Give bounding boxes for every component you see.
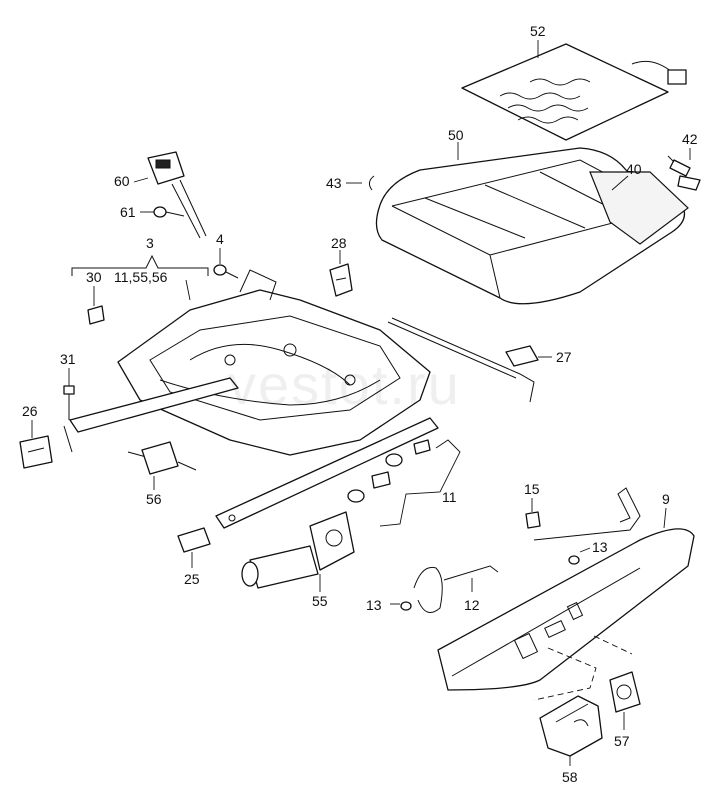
bolt-31-part [63, 368, 75, 420]
label-11: 11 [442, 489, 457, 505]
screw-13-part [390, 601, 412, 611]
label-56: 56 [146, 491, 162, 507]
label-4: 4 [216, 231, 224, 247]
label-42: 42 [682, 131, 698, 147]
label-26: 26 [22, 403, 38, 419]
clip-26-part [19, 420, 53, 469]
label-13-lower: 13 [366, 597, 382, 613]
label-50: 50 [448, 127, 464, 143]
side-trim-9-part [437, 507, 695, 691]
bracket-3 [71, 254, 209, 276]
label-31: 31 [60, 351, 76, 367]
motor-56-part [127, 441, 197, 490]
side-trim-bracket-part [525, 487, 641, 565]
label-15: 15 [524, 481, 540, 497]
cable-12-part [413, 565, 499, 613]
label-43: 43 [326, 175, 342, 191]
label-3-sub: 11,55,56 [114, 269, 168, 285]
label-52: 52 [530, 23, 546, 39]
seat-rail-left-part [63, 377, 239, 453]
seat-rail-right-part [215, 417, 439, 529]
seat-cushion-part [375, 142, 689, 305]
label-57: 57 [614, 733, 630, 749]
motor-55-part [241, 511, 355, 592]
label-13-upper: 13 [592, 539, 608, 555]
connector-42-part [667, 148, 701, 191]
label-30: 30 [86, 269, 102, 285]
label-12: 12 [464, 597, 480, 613]
seat-frame-part [117, 269, 431, 456]
label-61: 61 [120, 204, 136, 220]
clip-43-part [368, 175, 375, 191]
switch-57-part [609, 671, 641, 730]
label-25: 25 [184, 571, 200, 587]
seat-belt-buckle-part [133, 151, 207, 239]
label-60: 60 [114, 173, 130, 189]
bolt-61-part [140, 206, 185, 218]
bolt-4-part [213, 248, 239, 279]
fastener-11-parts [347, 439, 461, 527]
clip-25-part [177, 527, 211, 568]
label-27: 27 [556, 349, 572, 365]
switch-module-58-part [539, 695, 603, 766]
clip-27-part [505, 345, 552, 367]
label-3: 3 [146, 235, 154, 251]
torsion-rod-part [391, 317, 535, 403]
label-55: 55 [312, 593, 328, 609]
watermark-text: vestot.ru [228, 353, 461, 416]
label-9: 9 [662, 491, 670, 507]
label-58: 58 [562, 769, 578, 785]
clip-30-part [87, 286, 105, 325]
label-28: 28 [331, 235, 347, 251]
label-40: 40 [626, 161, 642, 177]
seat-heater-mat-part [461, 40, 687, 141]
clip-28-part [329, 250, 353, 297]
